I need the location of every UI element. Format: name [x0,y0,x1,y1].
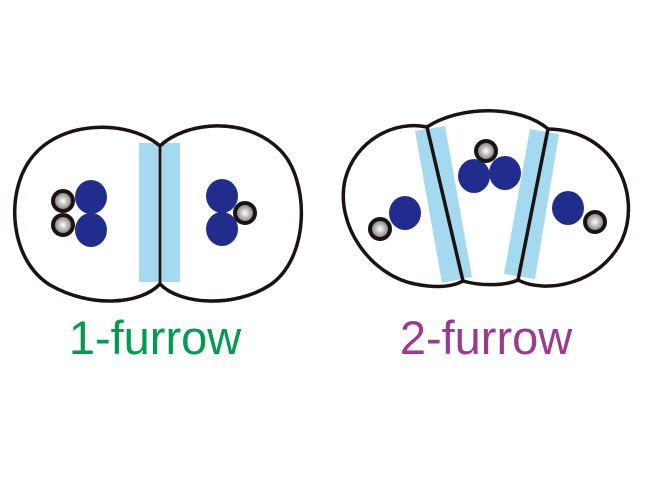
chromosome [51,189,75,213]
cell-outline [13,124,304,303]
chromosome [233,201,257,225]
one-furrow-cell [13,124,304,303]
chromosome [583,210,607,234]
two-furrow-label: 2-furrow [400,311,573,364]
two-furrow-cell [341,109,631,289]
nucleus [206,179,238,213]
one-furrow-label: 1-furrow [69,311,242,364]
nucleus [75,180,107,214]
nucleus [75,213,107,247]
nucleus [206,212,238,246]
nucleus [489,156,521,190]
furrow-line [516,128,550,281]
furrow-band-left [139,143,158,282]
chromosome [474,139,498,163]
furrow-line [425,126,465,282]
nucleus [552,191,584,225]
nucleus [389,196,421,230]
nucleus [458,159,490,193]
cell-outline [341,109,631,289]
furrow-band-right [162,143,180,282]
chromosome [368,217,392,241]
chromosome [51,213,75,237]
